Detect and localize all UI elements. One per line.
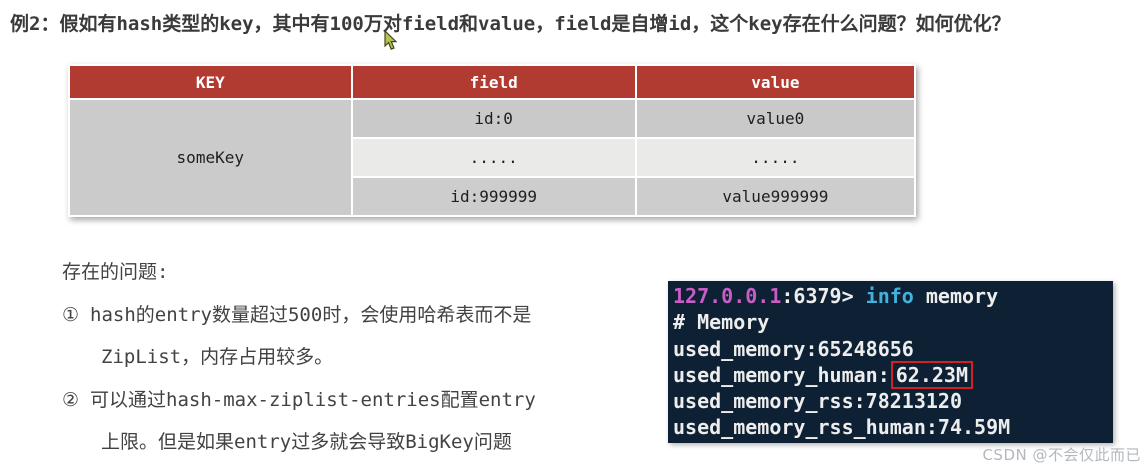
value-cell: ..... <box>636 139 914 176</box>
terminal-ip: 127.0.0.1 <box>673 284 782 308</box>
table-row: id:999999 value999999 <box>70 178 914 215</box>
terminal-line-used-memory-rss: used_memory_rss:78213120 <box>673 389 962 414</box>
table-header-row: KEY field value <box>70 66 914 98</box>
terminal-prompt-line: 127.0.0.1:6379> info memory <box>673 283 1108 309</box>
terminal-line-memory-header: # Memory <box>673 310 770 335</box>
problem-item-1-line-1: ① hash的entry数量超过500时，会使用哈希表而不是 <box>62 294 662 337</box>
circled-number-2: ② <box>62 388 80 411</box>
value-cell: value999999 <box>636 178 914 215</box>
csdn-watermark: CSDN @不会仅此而已 <box>982 446 1141 464</box>
problems-heading: 存在的问题: <box>62 261 169 283</box>
used-memory-human-label: used_memory_human: <box>673 362 890 387</box>
terminal-line-used-memory-human: used_memory_human:62.23M <box>673 360 1108 389</box>
terminal-command-arg: memory <box>913 284 999 308</box>
header-key: KEY <box>70 66 351 98</box>
highlighted-memory-value: 62.23M <box>890 360 973 389</box>
redis-terminal: 127.0.0.1:6379> info memory # Memory use… <box>668 281 1113 443</box>
field-cell: id:999999 <box>352 178 635 215</box>
terminal-port-prompt: :6379> <box>781 284 866 308</box>
key-cell: someKey <box>70 100 351 215</box>
terminal-command: info <box>865 284 914 308</box>
hash-key-table: KEY field value someKey id:0 value0 ....… <box>68 64 916 217</box>
problems-section: 存在的问题: ① hash的entry数量超过500时，会使用哈希表而不是 Zip… <box>62 251 662 464</box>
table-row: someKey id:0 value0 <box>70 100 914 215</box>
header-field: field <box>352 66 635 98</box>
value-cell: value0 <box>636 100 914 137</box>
field-cell: id:0 <box>352 100 635 137</box>
terminal-line-used-memory: used_memory:65248656 <box>673 336 914 361</box>
terminal-line-used-memory-rss-human: used_memory_rss_human:74.59M <box>673 415 1011 440</box>
problem-item-2-line-1: ② 可以通过hash-max-ziplist-entries配置entry <box>62 379 662 422</box>
problem-item-2-line-2: 上限。但是如果entry过多就会导致BigKey问题 <box>101 431 512 453</box>
header-value: value <box>636 66 914 98</box>
page-title: 例2：假如有hash类型的key，其中有100万对field和value，fie… <box>10 13 1011 35</box>
problem-item-1-text: hash的entry数量超过500时，会使用哈希表而不是 <box>90 303 532 326</box>
table-row: ..... ..... <box>70 139 914 176</box>
problem-item-1-line-2: ZipList，内存占用较多。 <box>101 346 334 368</box>
circled-number-1: ① <box>62 303 80 326</box>
mouse-pointer-icon <box>384 31 398 50</box>
field-cell: ..... <box>352 139 635 176</box>
problem-item-2-text: 可以通过hash-max-ziplist-entries配置entry <box>90 388 536 411</box>
